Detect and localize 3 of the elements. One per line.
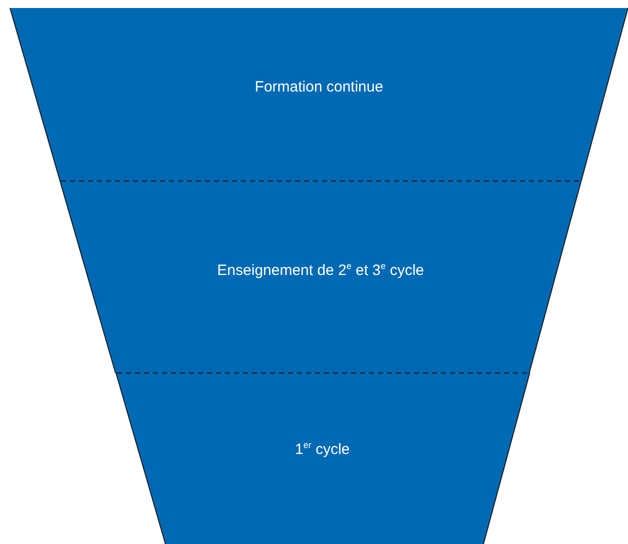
band-label: 1$^{er}$ cycle xyxy=(294,440,351,458)
band-label: Formation continue xyxy=(254,78,384,96)
band-label: Enseignement de 2$^{e}$ et 3$^{e}$ cycle xyxy=(216,261,425,279)
